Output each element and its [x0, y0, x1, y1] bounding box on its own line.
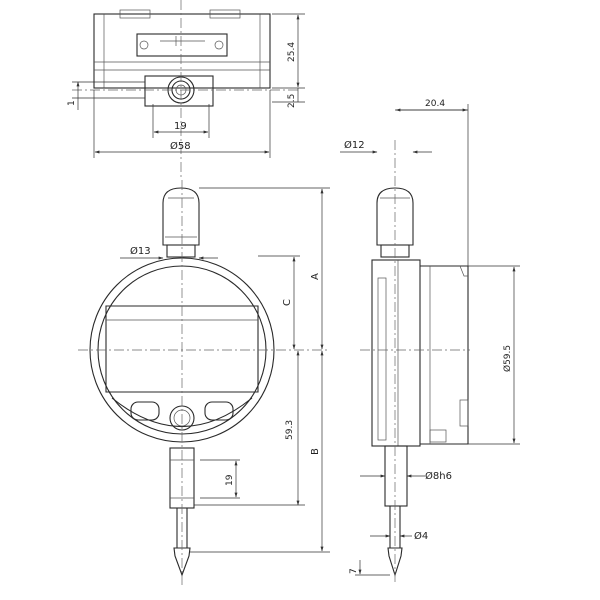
front-cap: [162, 187, 200, 246]
dim-mount-width: 19: [174, 121, 187, 132]
dim-overall-height: 59.3: [285, 420, 295, 440]
back-plate: [136, 33, 228, 57]
side-body: [371, 259, 421, 447]
top-body-outline: [93, 13, 271, 89]
top-view: Ø58 19 25.4 2.5 1: [67, 0, 305, 180]
dim-top-small: 1: [67, 100, 77, 106]
side-view: 20.4 Ø12 Ø59.5 Ø8h6 Ø4 7: [340, 99, 520, 585]
dim-cap-dia: Ø13: [130, 245, 151, 257]
dim-stem-dia: Ø12: [344, 139, 365, 151]
dim-top-depth: 25.4: [287, 42, 297, 62]
front-view: Ø13 A B C 59.3 19: [78, 180, 330, 585]
dim-a: A: [310, 273, 321, 280]
dim-travel: 19: [225, 474, 235, 486]
right-button[interactable]: [204, 401, 234, 421]
contact-point: [173, 547, 191, 577]
dim-side-depth: 20.4: [425, 99, 445, 109]
back-cover: [420, 265, 469, 445]
screw-left-icon: [139, 40, 149, 50]
dim-tip-len: 7: [349, 568, 359, 574]
screw-right-icon: [214, 40, 224, 50]
dim-c: C: [282, 299, 293, 306]
dim-spindle-dia: Ø8h6: [425, 470, 452, 482]
dim-top-width: Ø58: [170, 140, 191, 152]
side-cap: [376, 187, 414, 246]
dim-tip-dia: Ø4: [414, 530, 428, 542]
left-button[interactable]: [130, 401, 160, 421]
dim-b: B: [310, 448, 321, 455]
dim-top-offset: 2.5: [287, 94, 297, 108]
dim-dial-dia: Ø59.5: [502, 345, 513, 372]
lcd-window: [105, 305, 259, 393]
